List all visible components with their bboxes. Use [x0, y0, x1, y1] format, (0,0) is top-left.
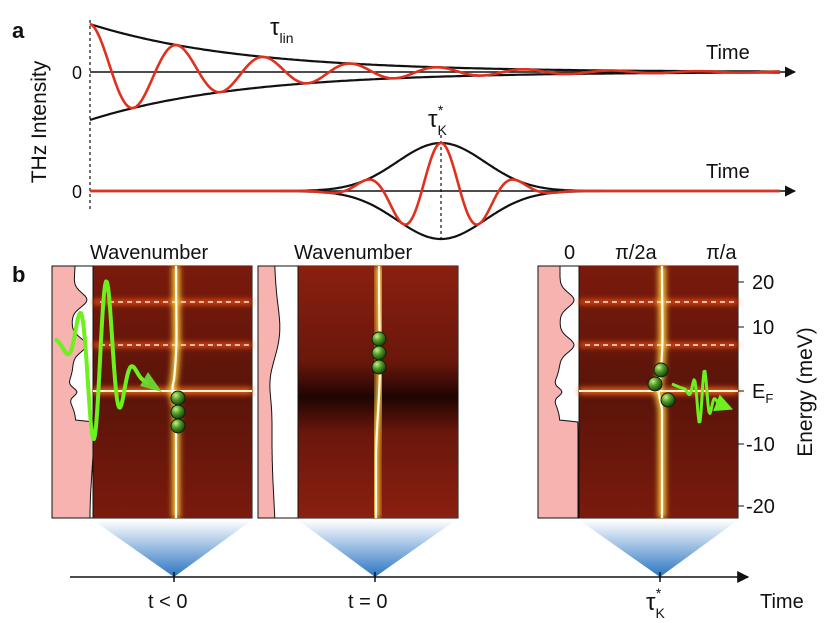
tau-lin-label: τlin — [270, 14, 294, 46]
timeline-label-t-negative: t < 0 — [148, 591, 187, 613]
map2-particle-2 — [371, 345, 387, 361]
bottom-time-label: Time — [706, 161, 750, 183]
timeline-time-label: Time — [760, 591, 804, 613]
map2-header: Wavenumber — [294, 242, 413, 264]
top-zero-label: 0 — [72, 63, 82, 83]
map1-pulse-arrowhead — [140, 372, 162, 392]
map2-particle-1 — [371, 331, 387, 347]
timeline-label-tau-k: τK* — [646, 585, 665, 621]
map-t-tau-k: 0 π/2a π/a — [537, 242, 739, 519]
top-damped-oscillation — [89, 22, 780, 110]
energy-axis: 20 10 EF -10 -20 Energy (meV) — [738, 272, 817, 518]
map3-particle-1 — [653, 362, 669, 378]
energy-tick-10: 10 — [752, 317, 774, 339]
map2-particle-3 — [371, 359, 387, 375]
energy-axis-title: Energy (meV) — [794, 327, 817, 457]
cone-t-tau-k — [579, 520, 738, 577]
map1-particle-1 — [170, 390, 186, 406]
map3-dos-profile — [537, 265, 579, 519]
energy-tick-neg10: -10 — [746, 434, 775, 456]
k-tick-pi-a: π/a — [706, 242, 737, 264]
top-trace-group: 0 Time τlin — [72, 14, 797, 122]
map1-dos-profile — [51, 265, 95, 519]
map1-particle-3 — [170, 418, 186, 434]
cone-t-zero — [298, 520, 456, 577]
map3-particle-3 — [660, 392, 676, 408]
bottom-wavepacket — [90, 141, 780, 226]
panel-b-label: b — [12, 262, 25, 287]
tau-k-label: τK* — [428, 102, 447, 138]
bottom-zero-label: 0 — [72, 182, 82, 202]
timeline: t < 0 t = 0 τK* Time — [70, 571, 804, 621]
map1-thz-pulse — [53, 279, 149, 441]
k-tick-0: 0 — [564, 242, 575, 264]
energy-tick-neg20: -20 — [746, 496, 775, 518]
bottom-envelope-lower — [90, 189, 780, 241]
k-tick-pi-2a: π/2a — [615, 242, 657, 264]
cone-t-negative — [93, 520, 252, 577]
energy-tick-20: 20 — [752, 272, 774, 294]
map-t-zero: Wavenumber — [257, 242, 459, 519]
timeline-label-t-zero: t = 0 — [348, 591, 387, 613]
y-axis-label: THz Intensity — [28, 60, 51, 183]
top-time-label: Time — [706, 42, 750, 64]
map1-particle-2 — [170, 404, 186, 420]
panel-a-label: a — [12, 18, 25, 43]
map3-emitted-pulse — [671, 369, 734, 424]
map2-dos-profile — [257, 265, 281, 519]
map-t-negative: Wavenumber — [51, 242, 253, 519]
map1-header: Wavenumber — [90, 242, 209, 264]
energy-tick-ef: EF — [752, 381, 773, 406]
bottom-trace-group: 0 Time τK* — [72, 102, 797, 241]
map3-particle-2 — [647, 376, 663, 392]
